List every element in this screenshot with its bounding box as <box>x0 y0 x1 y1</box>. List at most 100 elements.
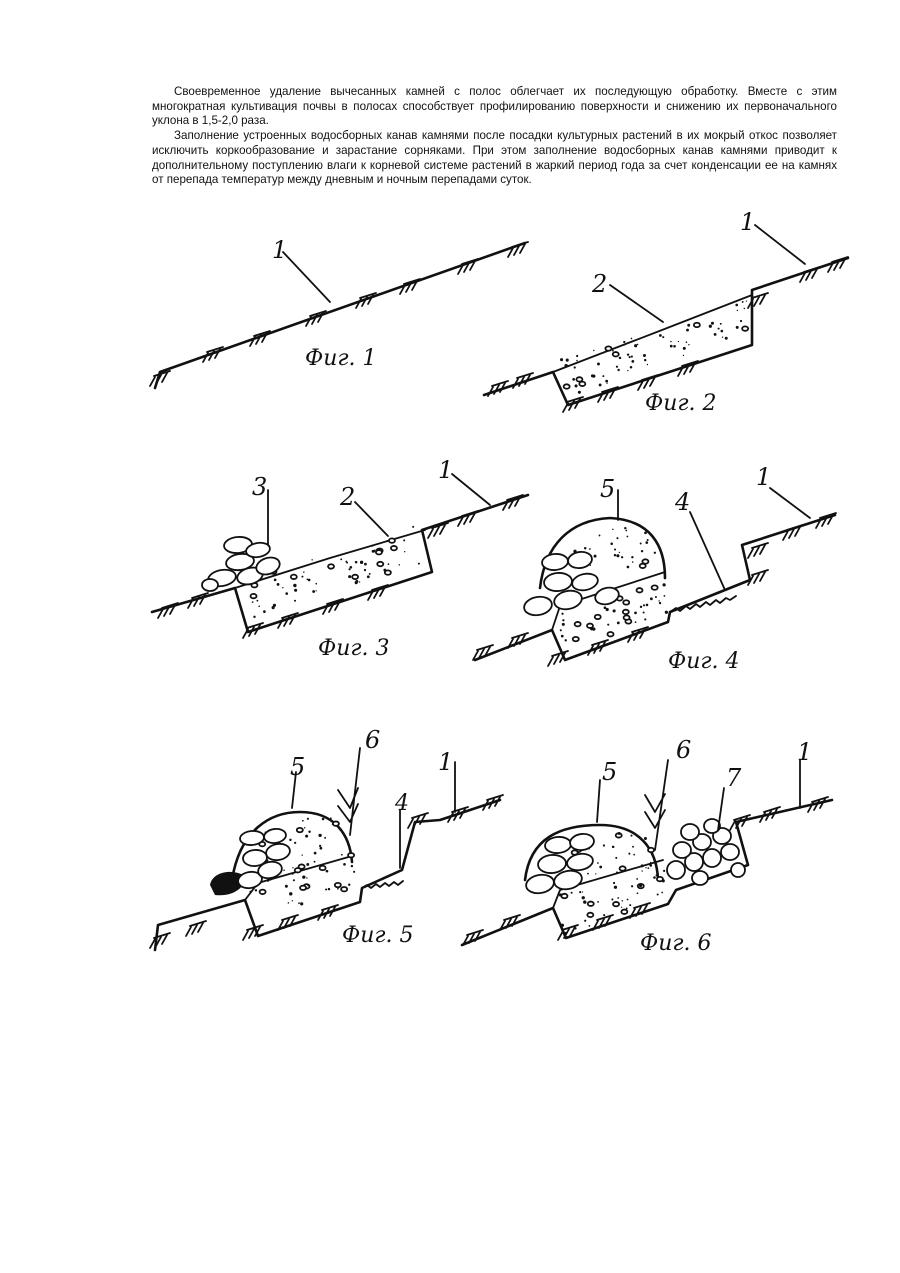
soil-dot <box>353 871 355 873</box>
soil-dot <box>663 595 665 597</box>
soil-dot <box>576 355 578 357</box>
soil-dot <box>300 902 303 905</box>
soil-dot <box>662 583 665 586</box>
figure-1: 1 Фиг. 1 <box>150 236 528 388</box>
pebble <box>595 615 601 619</box>
soil-dot <box>560 358 563 361</box>
arrow-icon <box>645 760 668 850</box>
soil-dot <box>572 378 575 381</box>
label-4: 4 <box>674 488 690 516</box>
soil-dot <box>740 320 742 322</box>
soil-dot <box>613 882 615 884</box>
hatch-mark <box>448 807 468 822</box>
figure-5: 5 6 1 4 Фиг. 5 <box>150 726 503 950</box>
soil-dot <box>621 556 623 558</box>
pebble <box>564 384 570 388</box>
soil-dot <box>373 551 375 553</box>
pebble <box>587 624 593 628</box>
hatch-mark <box>730 815 750 830</box>
soil-dot <box>627 899 629 901</box>
soil-dot <box>303 571 304 572</box>
soil-dot <box>249 891 251 893</box>
soil-dot <box>641 864 644 867</box>
soil-dot <box>629 904 631 906</box>
pebble <box>389 538 395 542</box>
soil-dot <box>654 552 656 554</box>
soil-dot <box>631 885 633 887</box>
soil-dot <box>315 590 316 591</box>
soil-dot <box>293 584 296 587</box>
soil-dot <box>319 845 321 847</box>
soil-dot <box>314 852 317 855</box>
soil-dot <box>720 330 723 333</box>
soil-dot <box>630 366 633 369</box>
soil-dot <box>589 548 591 550</box>
soil-dot <box>737 310 738 311</box>
stone <box>541 553 568 571</box>
figure-6: 5 6 7 1 Фиг. 6 <box>462 736 832 956</box>
soil-dot <box>709 325 712 328</box>
soil-dot <box>404 551 405 552</box>
soil-dot <box>686 329 689 332</box>
soil-dot <box>602 375 604 377</box>
soil-dot <box>610 542 613 545</box>
pebble <box>348 853 354 857</box>
soil-dot <box>597 862 599 864</box>
soil-dot <box>619 357 622 360</box>
hatch-mark <box>243 925 263 940</box>
soil-dot <box>311 559 312 560</box>
soil-dot <box>612 846 615 849</box>
soil-dot <box>683 355 684 356</box>
pebble <box>291 575 297 579</box>
stone <box>537 854 566 874</box>
soil-dot <box>589 925 591 927</box>
soil-dot <box>630 835 632 837</box>
pebble <box>352 575 358 579</box>
soil-dot <box>606 608 609 611</box>
soil-dot <box>687 324 690 327</box>
soil-dot <box>289 892 292 895</box>
label-3: 3 <box>252 473 267 501</box>
soil-dot <box>302 875 305 878</box>
soil-dot <box>369 573 371 575</box>
soil-dot <box>621 907 622 908</box>
soil-dot <box>583 900 586 903</box>
soil-dot <box>644 837 647 840</box>
soil-dot <box>562 623 565 626</box>
soil-dot <box>330 817 332 819</box>
soil-dot <box>294 589 297 592</box>
soil-dot <box>718 328 720 330</box>
soil-dot <box>631 356 633 358</box>
stone <box>523 595 554 618</box>
stone <box>543 572 572 592</box>
figure-3: 3 2 1 Фиг. 3 <box>152 456 528 661</box>
soil-dot <box>258 605 260 607</box>
stone <box>692 871 708 885</box>
pebble <box>251 594 257 598</box>
soil-dot <box>619 552 620 553</box>
soil-dot <box>315 583 317 585</box>
pebble <box>623 600 629 604</box>
stone <box>721 844 739 860</box>
soil-dot <box>307 818 309 820</box>
soil-dot <box>663 870 665 872</box>
soil-dot <box>412 526 414 528</box>
soil-dot <box>673 345 676 348</box>
soil-dot <box>659 334 662 337</box>
label-5: 5 <box>602 758 617 786</box>
pebble <box>297 828 303 832</box>
pebble <box>333 821 339 825</box>
stone <box>673 842 691 858</box>
label-5: 5 <box>600 475 615 503</box>
pebble <box>613 902 619 906</box>
soil-dot <box>561 635 564 638</box>
pebble <box>642 559 648 563</box>
soil-dot <box>256 600 258 602</box>
soil-dot <box>612 529 613 530</box>
hatch-mark <box>318 905 338 920</box>
label-6: 6 <box>676 736 691 764</box>
soil-dot <box>285 592 288 595</box>
hatch-mark <box>748 570 768 585</box>
soil-dot <box>252 601 254 603</box>
soil-dot <box>273 604 276 607</box>
